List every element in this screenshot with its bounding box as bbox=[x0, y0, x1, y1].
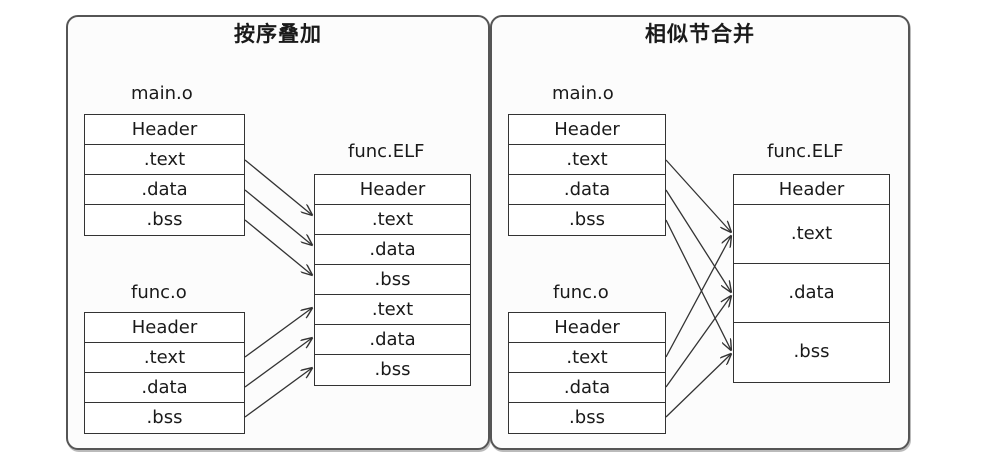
section-text: .text bbox=[315, 205, 470, 235]
section-data: .data bbox=[85, 373, 244, 403]
main-o-label-right: main.o bbox=[552, 83, 614, 104]
panel-title-right: 相似节合并 bbox=[645, 22, 755, 46]
main-o-sections-left: Header .text .data .bss bbox=[84, 114, 245, 236]
section-text: .text bbox=[85, 343, 244, 373]
section-bss: .bss bbox=[146, 209, 183, 230]
section-data: .data bbox=[509, 373, 665, 403]
section-data: .data bbox=[315, 235, 470, 265]
section-text: .text bbox=[315, 295, 470, 325]
section-data: .data bbox=[509, 175, 665, 205]
func-elf-sections-left: Header .text .data .bss .text .data .bss bbox=[314, 174, 471, 386]
section-data-merged: .data bbox=[734, 264, 889, 323]
section-bss: .bss bbox=[569, 209, 605, 230]
main-o-sections-right: Header .text .data .bss bbox=[508, 114, 666, 236]
section-header: Header bbox=[85, 115, 244, 145]
section-text-merged: .text bbox=[734, 205, 889, 264]
section-text: .text bbox=[509, 145, 665, 175]
panel-title-left: 按序叠加 bbox=[234, 22, 322, 46]
section-bss: .bss bbox=[569, 407, 605, 428]
section-text: .text bbox=[85, 145, 244, 175]
section-header: Header bbox=[85, 313, 244, 343]
func-o-sections-left: Header .text .data .bss bbox=[84, 312, 245, 434]
section-header: Header bbox=[509, 313, 665, 343]
section-text: .text bbox=[509, 343, 665, 373]
section-bss: .bss bbox=[315, 265, 470, 295]
func-elf-label-left: func.ELF bbox=[348, 141, 425, 162]
func-elf-sections-right: Header .text .data .bss bbox=[733, 174, 890, 383]
func-o-label-left: func.o bbox=[131, 282, 187, 303]
section-bss-merged: .bss bbox=[793, 341, 830, 362]
func-elf-label-right: func.ELF bbox=[767, 141, 844, 162]
func-o-label-right: func.o bbox=[553, 282, 609, 303]
section-data: .data bbox=[85, 175, 244, 205]
section-header: Header bbox=[509, 115, 665, 145]
section-header: Header bbox=[734, 175, 889, 205]
section-data: .data bbox=[315, 325, 470, 355]
section-bss: .bss bbox=[146, 407, 183, 428]
func-o-sections-right: Header .text .data .bss bbox=[508, 312, 666, 434]
section-header: Header bbox=[315, 175, 470, 205]
main-o-label-left: main.o bbox=[131, 83, 193, 104]
section-bss: .bss bbox=[374, 359, 411, 380]
